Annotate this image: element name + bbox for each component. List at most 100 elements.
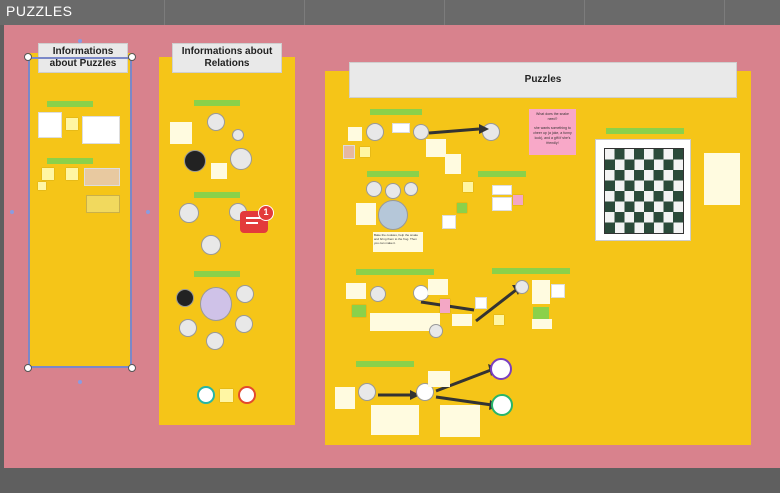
resize-handle-top-right[interactable] [128,53,136,61]
info-note[interactable] [452,314,472,326]
info-note[interactable] [370,313,440,331]
selection-box[interactable] [28,57,132,368]
sticky-note[interactable] [457,203,467,213]
green-label[interactable] [478,171,526,177]
sticky-note[interactable] [42,168,54,180]
note-answer: she wants something to cheer up (a joke,… [533,126,572,145]
info-note[interactable] [445,154,461,174]
puzzle-image[interactable] [84,168,120,186]
info-note[interactable] [346,283,366,299]
connector-dot-left[interactable] [10,210,14,214]
info-note[interactable] [533,307,549,319]
character-avatar[interactable] [416,383,434,401]
item-image[interactable] [392,123,410,133]
green-label[interactable] [370,109,422,115]
info-note[interactable] [371,405,419,435]
frame-title-puzzles[interactable]: Puzzles [349,62,737,98]
puzzle-image[interactable] [38,112,62,138]
pink-question-note[interactable]: What does the snake need? she wants some… [529,109,576,155]
character-avatar[interactable] [366,123,384,141]
sticky-note[interactable] [463,182,473,192]
character-avatar-central[interactable] [200,287,232,321]
connector-dot-bottom[interactable] [78,380,82,384]
character-avatar[interactable] [429,324,443,338]
resize-handle-top-left[interactable] [24,53,32,61]
info-note[interactable] [440,405,480,437]
character-avatar[interactable] [197,386,215,404]
character-avatar[interactable] [491,394,513,416]
sticky-note[interactable] [494,315,504,325]
character-avatar[interactable] [207,113,225,131]
character-avatar[interactable] [235,315,253,333]
info-note[interactable] [170,122,192,144]
comment-count-badge[interactable]: 1 [258,205,274,221]
character-avatar[interactable] [413,285,429,301]
character-avatar[interactable] [413,124,429,140]
item-image[interactable] [551,284,565,298]
green-label[interactable] [356,269,434,275]
character-avatar[interactable] [236,285,254,303]
potion-pot[interactable] [378,200,408,230]
sticky-note[interactable] [220,389,233,402]
item-image[interactable] [343,145,355,159]
green-label[interactable] [194,192,240,198]
character-avatar[interactable] [482,123,500,141]
connector-dot-top[interactable] [78,39,82,43]
resize-handle-bottom-right[interactable] [128,364,136,372]
green-label[interactable] [47,101,93,107]
character-avatar[interactable] [385,183,401,199]
character-avatar[interactable] [179,319,197,337]
info-note[interactable] [211,163,227,179]
character-avatar[interactable] [176,289,194,307]
character-avatar[interactable] [206,332,224,350]
puzzle-image[interactable] [82,116,120,144]
info-note[interactable] [428,371,450,387]
resize-handle-bottom-left[interactable] [24,364,32,372]
green-label[interactable] [194,100,240,106]
character-avatar[interactable] [370,286,386,302]
green-label[interactable] [194,271,240,277]
info-note[interactable] [348,127,362,141]
sticky-note[interactable] [440,299,450,313]
green-label[interactable] [356,361,414,367]
sticky-note[interactable] [360,147,370,157]
character-avatar[interactable] [515,280,529,294]
character-avatar[interactable] [490,358,512,380]
item-image[interactable] [475,297,487,309]
character-avatar[interactable] [230,148,252,170]
info-note[interactable] [335,387,355,409]
sticky-note[interactable] [352,305,366,317]
character-avatar[interactable] [232,129,244,141]
character-avatar[interactable] [238,386,256,404]
frame-info-relations[interactable] [159,57,295,425]
chessboard-image[interactable] [595,139,691,241]
green-label[interactable] [606,128,684,134]
character-avatar[interactable] [179,203,199,223]
character-avatar[interactable] [184,150,206,172]
item-image[interactable] [492,185,512,195]
sticky-note[interactable] [66,118,78,130]
character-avatar[interactable] [366,181,382,197]
character-avatar[interactable] [358,383,376,401]
info-note[interactable] [426,139,446,157]
sticky-note[interactable] [38,182,46,190]
info-note[interactable] [428,279,448,295]
info-note[interactable]: Bake the cookies, help the snake and bri… [373,232,423,252]
item-image[interactable] [492,197,512,211]
green-label[interactable] [367,171,419,177]
info-note[interactable] [532,319,552,329]
green-label[interactable] [47,158,93,164]
info-note[interactable] [704,153,740,205]
item-image[interactable] [442,215,456,229]
sketch-image[interactable] [86,195,120,213]
character-avatar[interactable] [201,235,221,255]
sticky-note[interactable] [66,168,78,180]
green-label[interactable] [492,268,570,274]
info-note[interactable] [532,280,550,304]
info-note[interactable] [356,203,376,225]
character-avatar[interactable] [404,182,418,196]
connector-dot-right[interactable] [146,210,150,214]
sticky-note[interactable] [513,195,523,205]
